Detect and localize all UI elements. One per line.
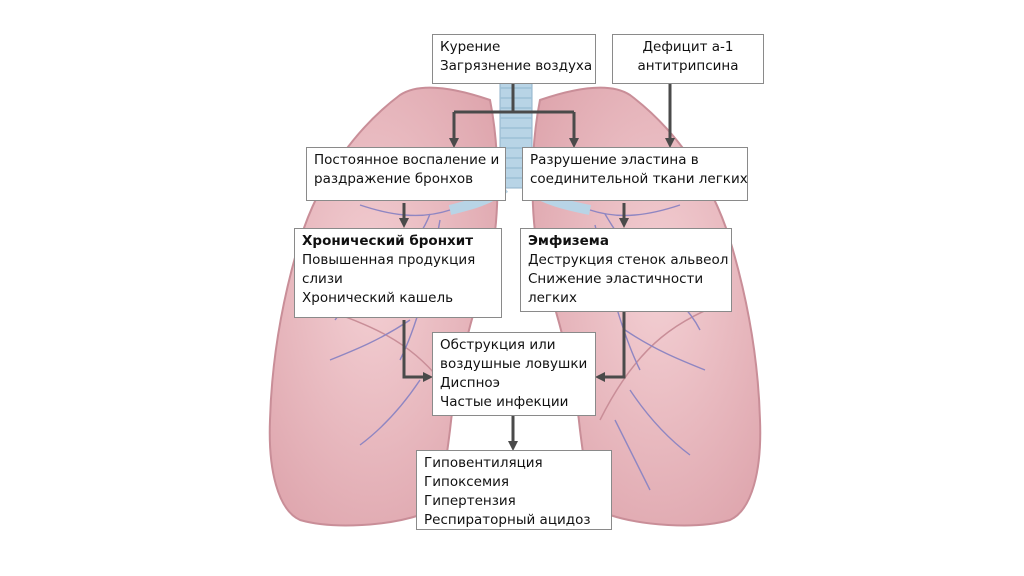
flow-arrows <box>399 82 675 451</box>
emphysema-line-3: легких <box>528 290 577 306</box>
emphysema-line-2: Снижение эластичности <box>528 271 704 287</box>
box-causes: Курение Загрязнение воздуха <box>432 34 596 84</box>
outcome-line-2: Гипоксемия <box>424 474 510 490</box>
bronchitis-line-3: Хронический кашель <box>302 290 454 306</box>
outcome-line-4: Респираторный ацидоз <box>424 512 591 528</box>
box-deficit: Дефицит а-1 антитрипсина <box>612 34 764 84</box>
deficit-line-2: антитрипсина <box>637 58 739 74</box>
bronchitis-line-2: слизи <box>302 271 343 287</box>
elastin-line-1: Разрушение эластина в <box>530 152 699 168</box>
obstruction-line-4: Частые инфекции <box>440 394 569 410</box>
bronchitis-title: Хронический бронхит <box>302 233 474 249</box>
inflammation-line-1: Постоянное воспаление и <box>314 152 500 168</box>
emphysema-title: Эмфизема <box>528 233 609 249</box>
deficit-line-1: Дефицит а-1 <box>642 39 734 55</box>
causes-line-2: Загрязнение воздуха <box>440 58 593 74</box>
outcome-line-1: Гиповентиляция <box>424 455 543 471</box>
box-emphysema: Эмфизема Деструкция стенок альвеол Сниже… <box>520 228 732 312</box>
box-outcome: Гиповентиляция Гипоксемия Гипертензия Ре… <box>416 450 612 530</box>
obstruction-line-3: Диспноэ <box>440 375 501 391</box>
box-elastin: Разрушение эластина в соединительной тка… <box>522 147 748 201</box>
box-inflammation: Постоянное воспаление и раздражение брон… <box>306 147 506 201</box>
causes-line-1: Курение <box>440 39 501 55</box>
inflammation-line-2: раздражение бронхов <box>314 171 474 187</box>
arrow-bronchitis-to-obstruction <box>402 320 433 382</box>
emphysema-line-1: Деструкция стенок альвеол <box>528 252 729 268</box>
box-chronic-bronchitis: Хронический бронхит Повышенная продукция… <box>294 228 502 318</box>
box-obstruction: Обструкция или воздушные ловушки Диспноэ… <box>432 332 596 416</box>
arrow-emphysema-to-obstruction <box>595 312 626 382</box>
elastin-line-2: соединительной ткани легких <box>530 171 748 187</box>
obstruction-line-2: воздушные ловушки <box>440 356 588 372</box>
bronchitis-line-1: Повышенная продукция <box>302 252 476 268</box>
outcome-line-3: Гипертензия <box>424 493 516 509</box>
obstruction-line-1: Обструкция или <box>440 337 556 353</box>
